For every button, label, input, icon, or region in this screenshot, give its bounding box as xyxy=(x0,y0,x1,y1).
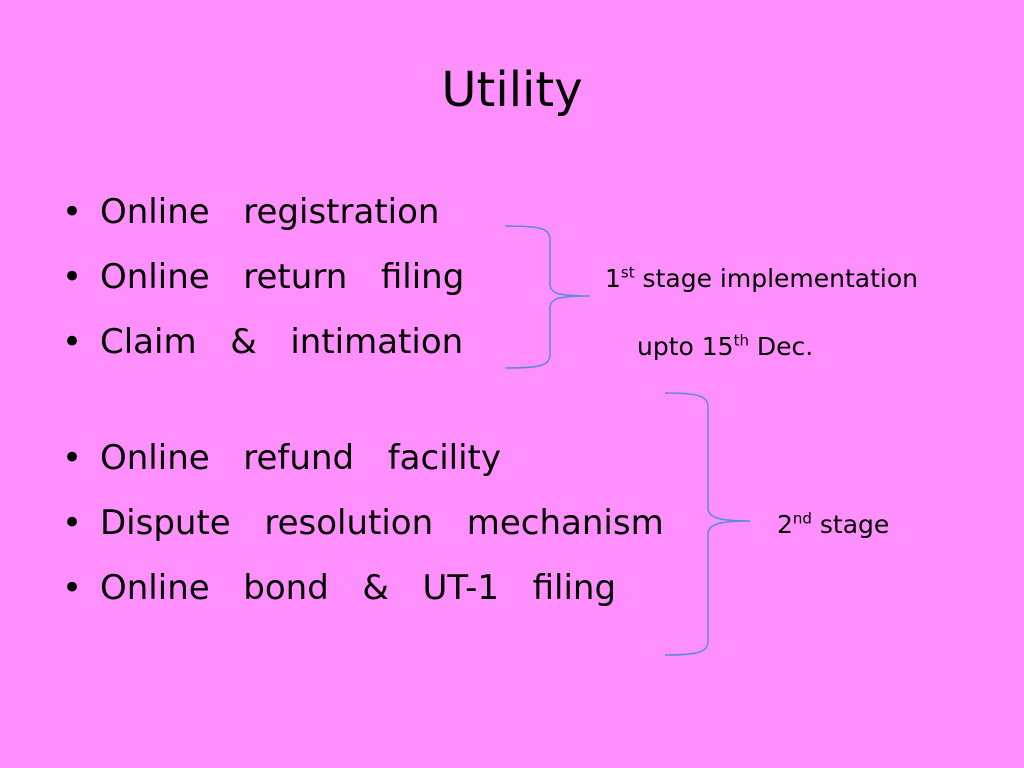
stage-1-ordinal: st xyxy=(620,263,635,282)
right-brace-stage-1 xyxy=(504,225,591,369)
bullet-text: Claim & intimation xyxy=(100,322,464,362)
stage-1-label: 1st stage implementation xyxy=(605,265,918,293)
bullet-item: • Claim & intimation xyxy=(62,322,464,362)
stage-1-number: 1 xyxy=(605,264,621,293)
bullet-dot: • xyxy=(62,192,83,232)
deadline-ordinal: th xyxy=(733,331,749,350)
stage-2-text: stage xyxy=(811,510,890,539)
bullet-dot: • xyxy=(62,438,83,478)
bullet-text: Online registration xyxy=(100,192,440,232)
bullet-item: • Online bond & UT-1 filing xyxy=(62,568,617,608)
bullet-item: • Online refund facility xyxy=(62,438,501,478)
bullet-text: Dispute resolution mechanism xyxy=(100,503,664,543)
bullet-dot: • xyxy=(62,257,83,297)
stage-1-text: stage implementation xyxy=(634,264,918,293)
stage-2-number: 2 xyxy=(777,510,793,539)
bullet-text: Online bond & UT-1 filing xyxy=(100,568,617,608)
bullet-text: Online return filing xyxy=(100,257,465,297)
stage-2-label: 2nd stage xyxy=(777,511,889,539)
slide-title: Utility xyxy=(441,62,583,118)
stage-2-ordinal: nd xyxy=(792,509,812,528)
deadline-prefix: upto 15 xyxy=(637,332,734,361)
bullet-dot: • xyxy=(62,568,83,608)
bullet-dot: • xyxy=(62,322,83,362)
bullet-dot: • xyxy=(62,503,83,543)
bullet-item: • Online return filing xyxy=(62,257,465,297)
right-brace-stage-2 xyxy=(664,392,751,656)
bullet-text: Online refund facility xyxy=(100,438,501,478)
bullet-item: • Dispute resolution mechanism xyxy=(62,503,664,543)
stage-1-deadline: upto 15th Dec. xyxy=(637,333,813,361)
bullet-item: • Online registration xyxy=(62,192,440,232)
deadline-text: Dec. xyxy=(748,332,814,361)
